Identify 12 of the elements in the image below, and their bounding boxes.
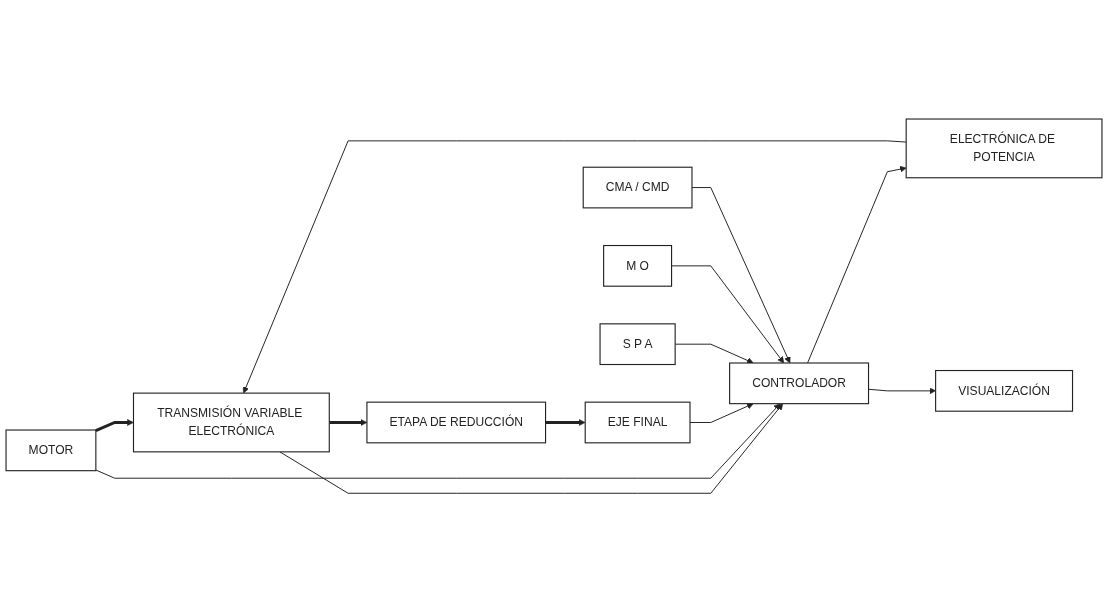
node-box: CONTROLADOR — [729, 362, 870, 405]
node-box: M O — [603, 245, 673, 288]
node-box: S P A — [599, 323, 676, 366]
node-box: ELECTRÓNICA DE POTENCIA — [905, 118, 1103, 179]
node-box: EJE FINAL — [584, 401, 691, 444]
node-box: CMA / CMD — [582, 167, 693, 209]
node-box: ETAPA DE REDUCCIÓN — [366, 401, 547, 444]
node-box: TRANSMISIÓN VARIABLE ELECTRÓNICA — [132, 392, 330, 453]
arrow — [545, 419, 586, 427]
node-box: MOTOR — [5, 429, 97, 472]
arrow — [95, 419, 134, 433]
node-box: VISUALIZACIÓN — [935, 370, 1074, 413]
